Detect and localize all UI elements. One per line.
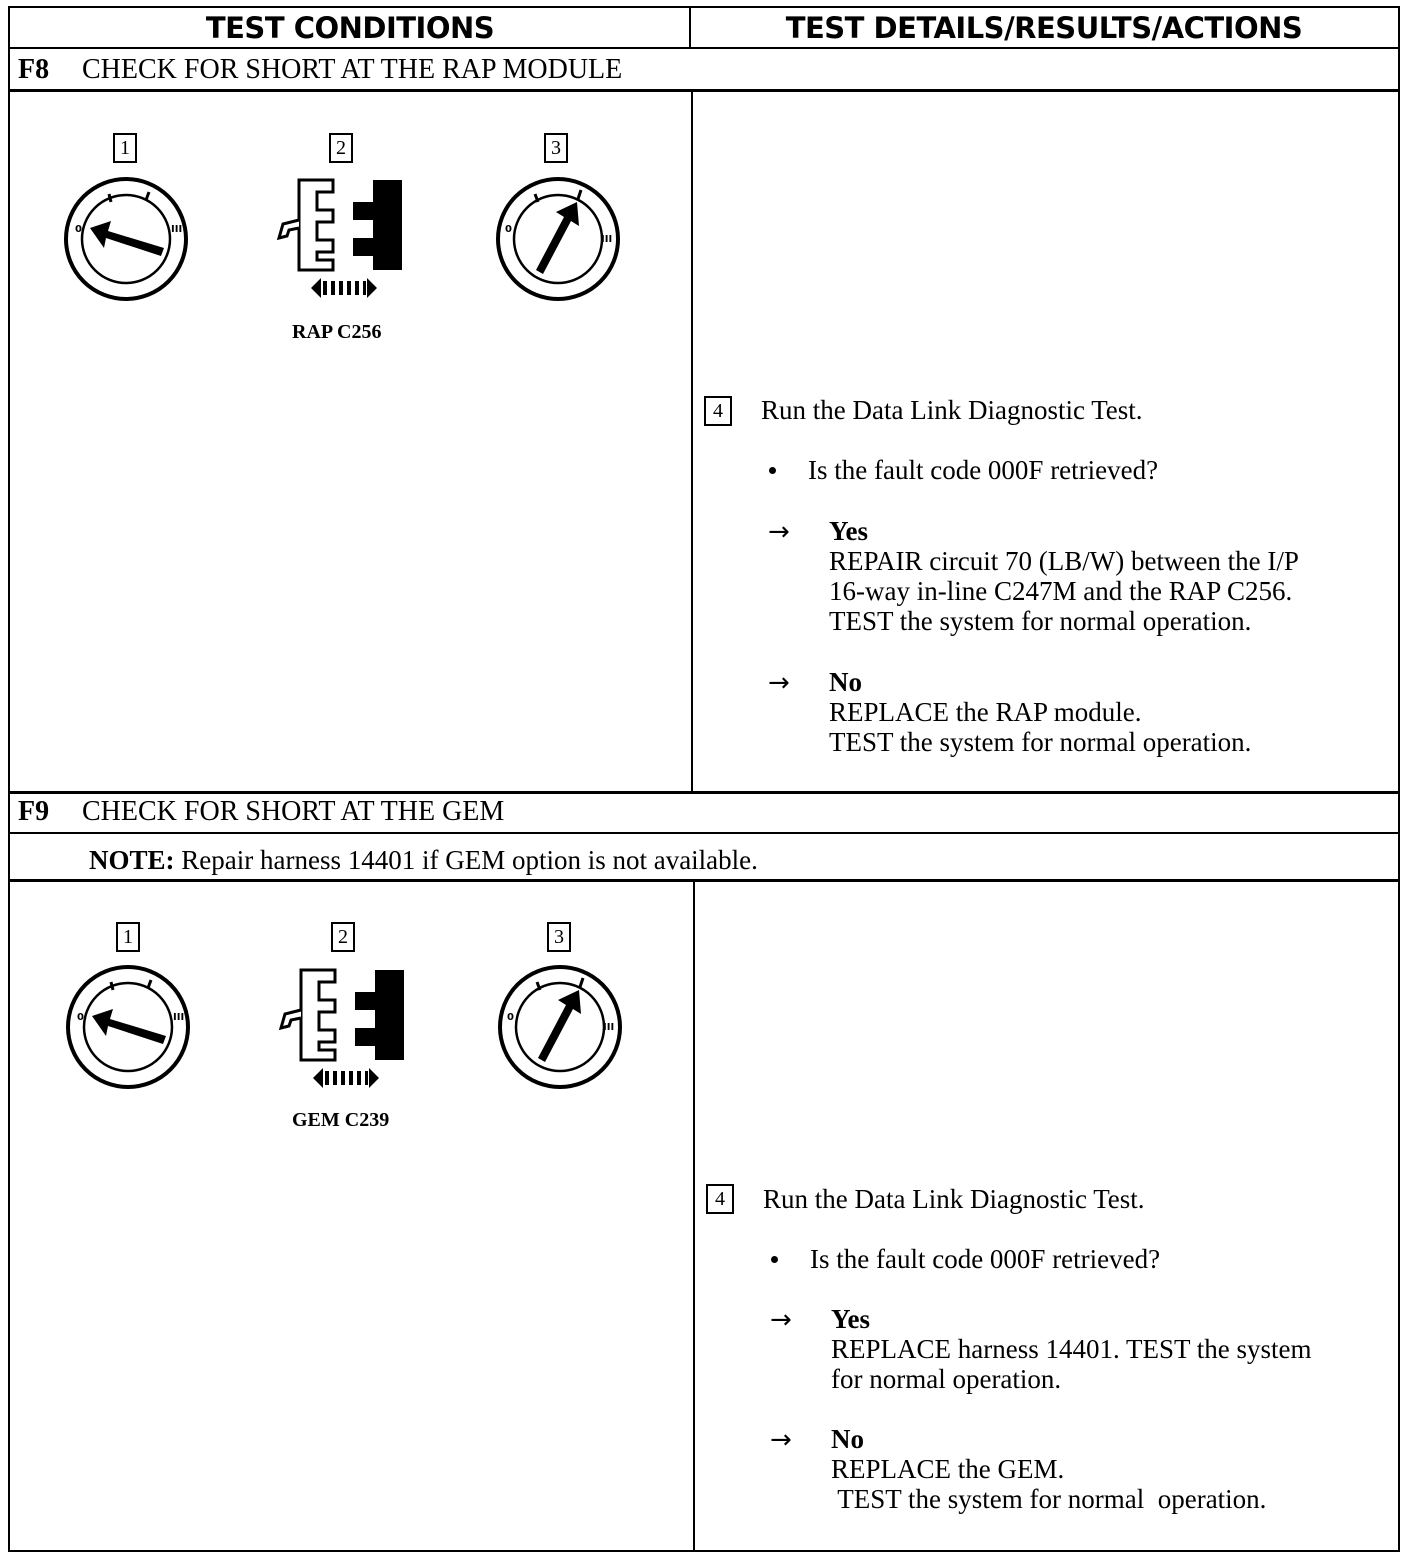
f9-note-text: Repair harness 14401 if GEM option is no… [181,845,758,875]
svg-text:III: III [173,1012,184,1023]
f9-no-label: No [831,1424,864,1454]
f8-yes-label: Yes [829,516,868,546]
f9-column-divider [693,881,695,1551]
f9-question-bullet [771,1256,778,1263]
f8-yes-line-3: TEST the system for normal operation. [829,606,1252,636]
f8-yes-answer: Yes REPAIR circuit 70 (LB/W) between the… [829,516,1299,636]
header-divider [689,7,691,48]
f9-note: NOTE: Repair harness 14401 if GEM option… [89,844,758,876]
f8-connector-caption: RAP C256 [292,321,382,343]
svg-text:III: III [601,234,612,245]
f9-step-2-box: 2 [331,922,355,952]
f9-step-4-text: Run the Data Link Diagnostic Test. [763,1184,1145,1214]
svg-text:III: III [603,1022,614,1033]
f8-question: Is the fault code 000F retrieved? [808,455,1159,485]
f9-section-id: F9 [18,796,50,827]
f9-yes-answer: Yes REPLACE harness 14401. TEST the syst… [831,1304,1312,1394]
f8-title-rule [9,89,1399,92]
ignition-switch-run-icon: 0 III [496,177,620,301]
svg-text:0: 0 [75,224,82,235]
table-frame [8,6,1400,1552]
f9-no-line-1: REPLACE the GEM. [831,1454,1065,1484]
connector-disconnect-icon [276,178,402,298]
f8-no-label: No [829,667,862,697]
f9-no-answer: No REPLACE the GEM. TEST the system for … [831,1424,1266,1514]
f8-step-4-text: Run the Data Link Diagnostic Test. [761,395,1143,425]
f8-step-4-box: 4 [704,396,732,426]
f8-yes-line-2: 16-way in-line C247M and the RAP C256. [829,576,1293,606]
f9-yes-line-2: for normal operation. [831,1364,1062,1394]
f8-yes-line-1: REPAIR circuit 70 (LB/W) between the I/P [829,546,1299,576]
f9-step-1-box: 1 [116,922,140,952]
f9-note-rule [9,879,1399,882]
f8-no-line-1: REPLACE the RAP module. [829,697,1142,727]
svg-text:0: 0 [507,1012,514,1023]
f9-no-arrow-icon: → [770,1425,792,1455]
f9-top-rule [9,791,1399,794]
f9-yes-label: Yes [831,1304,870,1334]
svg-text:0: 0 [77,1012,84,1023]
f8-section-title: F8 CHECK FOR SHORT AT THE RAP MODULE [18,53,622,87]
svg-text:0: 0 [505,224,512,235]
f9-step-4-box: 4 [706,1184,734,1214]
f9-title-text: CHECK FOR SHORT AT THE GEM [82,796,505,827]
f9-connector-caption: GEM C239 [292,1109,390,1131]
f8-yes-arrow-icon: → [768,517,790,547]
ignition-switch-off-icon: 0 III [66,965,190,1089]
f9-note-label: NOTE: [89,845,175,875]
ignition-switch-off-icon: 0 III [64,177,188,301]
f8-no-arrow-icon: → [768,668,790,698]
f9-yes-arrow-icon: → [770,1305,792,1335]
f8-step-1-box: 1 [113,133,137,163]
ignition-switch-run-icon: 0 III [498,965,622,1089]
f8-title-text: CHECK FOR SHORT AT THE RAP MODULE [82,54,623,85]
f9-yes-line-1: REPLACE harness 14401. TEST the system [831,1334,1312,1364]
f9-step-3-box: 3 [547,922,571,952]
f8-no-line-2: TEST the system for normal operation. [829,727,1252,757]
header-rule [9,47,1399,49]
connector-disconnect-icon [278,968,404,1088]
f8-column-divider [691,91,693,792]
header-test-conditions: TEST CONDITIONS [205,11,495,45]
f8-no-answer: No REPLACE the RAP module. TEST the syst… [829,667,1251,757]
f8-step-2-box: 2 [329,133,353,163]
f9-no-line-2: TEST the system for normal operation. [831,1484,1267,1514]
f9-question: Is the fault code 000F retrieved? [810,1244,1161,1274]
f8-step-3-box: 3 [544,133,568,163]
header-test-details: TEST DETAILS/RESULTS/ACTIONS [785,11,1303,45]
svg-text:III: III [171,224,182,235]
f9-title-rule [9,832,1399,834]
f9-section-title: F9 CHECK FOR SHORT AT THE GEM [18,795,504,829]
f8-section-id: F8 [18,54,50,85]
f8-question-bullet [769,467,776,474]
